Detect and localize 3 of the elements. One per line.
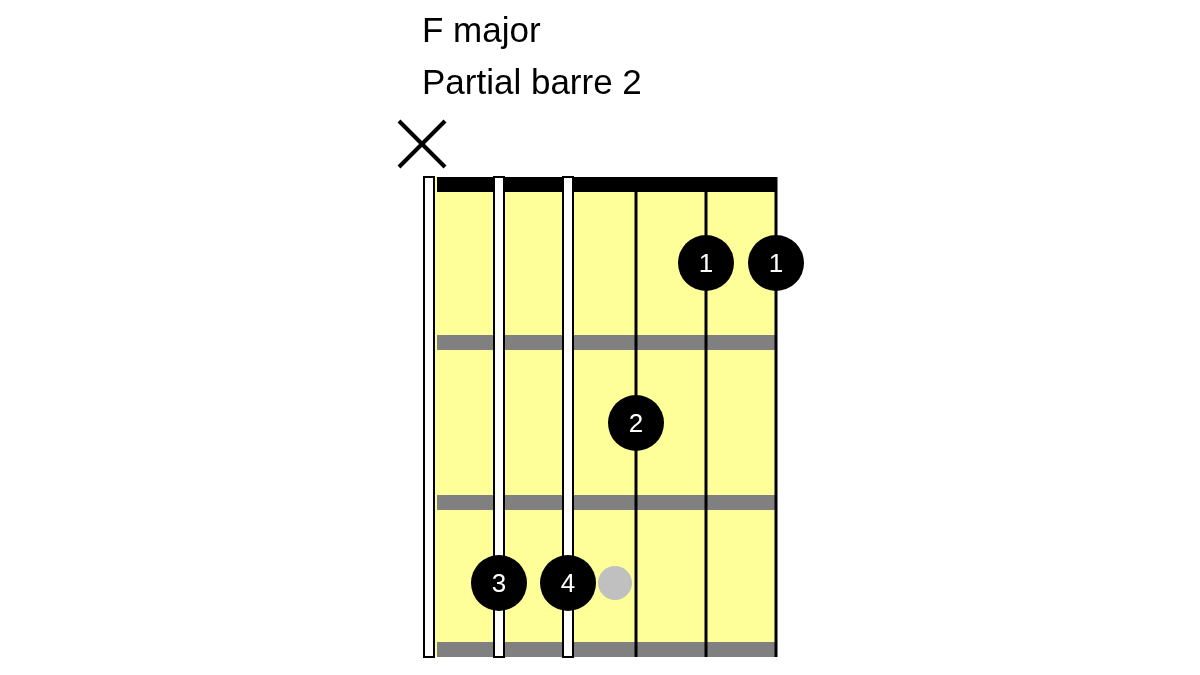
chord-subtitle: Partial barre 2 (422, 62, 642, 102)
chord-title: F major (422, 10, 541, 50)
finger-number-dot: 1 (748, 235, 804, 291)
